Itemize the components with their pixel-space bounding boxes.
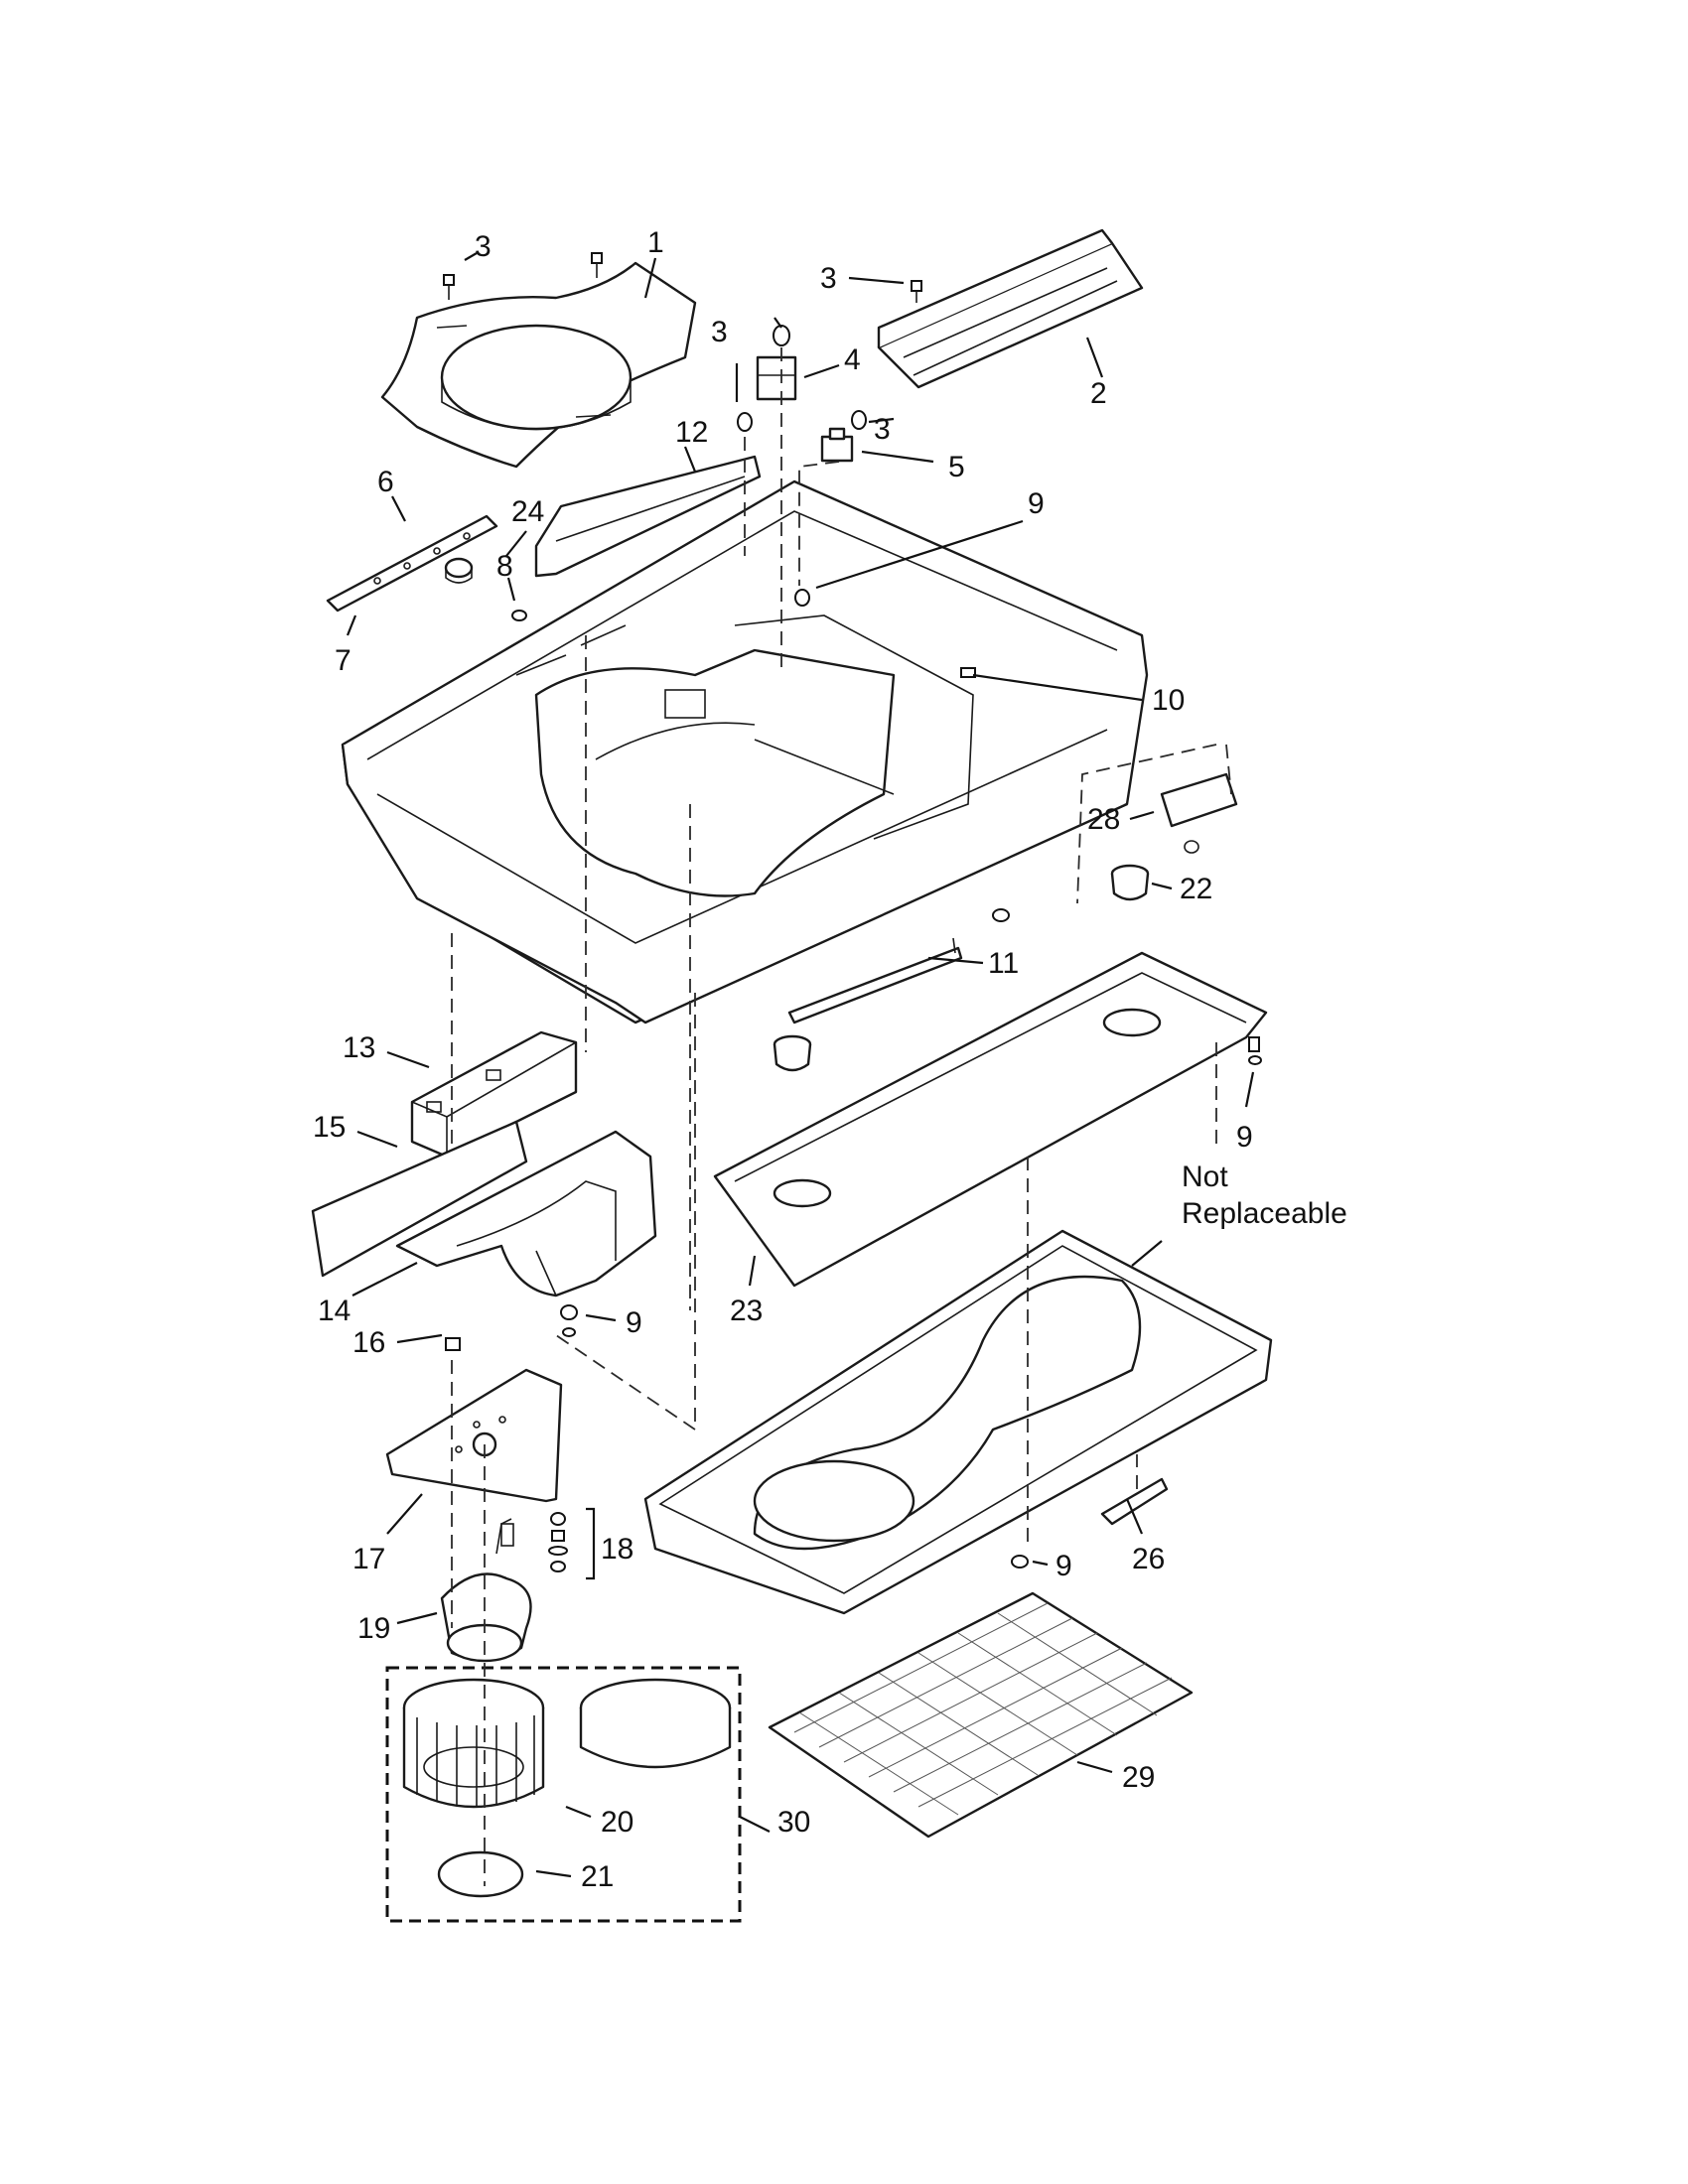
callout-10: 10	[1152, 684, 1185, 717]
callout-21: 21	[581, 1860, 614, 1893]
callout-9: 9	[626, 1306, 642, 1339]
part-6-control-strip	[326, 514, 498, 613]
part-19-motor	[440, 1518, 532, 1663]
part-23-light-panel	[713, 951, 1268, 1288]
screw	[911, 280, 922, 303]
callout-11: 11	[988, 947, 1019, 980]
part-1-mounting-plate	[380, 261, 697, 469]
callout-26: 26	[1132, 1543, 1165, 1575]
part-12-panel	[534, 455, 762, 578]
main-hood-body	[341, 479, 1149, 1024]
screw	[992, 908, 1010, 922]
leader-lines	[346, 252, 1255, 1878]
callout-23: 23	[730, 1295, 763, 1327]
part-8-screw	[511, 610, 527, 621]
part-21-disc	[437, 1850, 524, 1898]
callout-15: 15	[313, 1111, 346, 1144]
part-4-box	[756, 355, 797, 401]
callout-8: 8	[496, 550, 513, 583]
callout-3: 3	[820, 262, 837, 295]
part-11-rail	[787, 937, 963, 1024]
callout-3: 3	[874, 413, 891, 446]
callout-24: 24	[511, 495, 544, 528]
callout-4: 4	[844, 343, 861, 376]
screw	[1011, 1555, 1029, 1569]
bottom-pan	[643, 1229, 1273, 1615]
part-20-blower-wheel	[402, 1678, 545, 1809]
part-14-funnel	[395, 1130, 657, 1297]
callout-9: 9	[1055, 1550, 1072, 1582]
callout-3: 3	[475, 230, 492, 263]
callout-7: 7	[335, 644, 352, 677]
note-line-1: Not	[1182, 1160, 1228, 1193]
callout-3: 3	[711, 316, 728, 348]
callout-17: 17	[352, 1543, 385, 1575]
callout-22: 22	[1180, 873, 1212, 905]
callout-20: 20	[601, 1806, 633, 1839]
note-line-2: Replaceable	[1182, 1197, 1347, 1230]
screw	[794, 589, 976, 678]
part-22-lamp-holder	[1110, 864, 1150, 901]
callout-13: 13	[343, 1031, 375, 1064]
screw	[737, 325, 867, 432]
screw	[560, 1304, 578, 1337]
callout-29: 29	[1122, 1761, 1155, 1794]
part-30-kit-outline	[385, 1666, 742, 1923]
callout-18: 18	[601, 1533, 633, 1566]
callout-2: 2	[1090, 377, 1107, 410]
part-24-knob	[444, 557, 474, 584]
callout-labels: 1 2 3 3 3 3 4 5 6 7 8 9 9 9 9 10 11 12 1…	[313, 226, 1253, 1893]
screw	[443, 252, 603, 300]
part-15-front-panel	[311, 1120, 528, 1278]
callout-5: 5	[948, 451, 965, 483]
lamp-holder	[773, 1034, 812, 1072]
part-28-terminal-box	[1160, 772, 1238, 854]
part-16-nut	[445, 1337, 461, 1351]
part-5-socket	[820, 427, 854, 463]
callout-28: 28	[1087, 803, 1120, 836]
part-29-filter	[768, 1591, 1194, 1839]
part-2-duct	[877, 228, 1144, 389]
callout-6: 6	[377, 466, 394, 498]
callout-19: 19	[357, 1612, 390, 1645]
screw	[1248, 1036, 1262, 1065]
alignment-lines	[451, 347, 1232, 1886]
part-18-hardware	[548, 1507, 596, 1580]
not-replaceable-note: Not Replaceable	[1182, 1160, 1347, 1230]
blower-band	[579, 1678, 732, 1769]
callout-12: 12	[675, 416, 708, 449]
callout-14: 14	[318, 1295, 351, 1327]
callout-16: 16	[352, 1326, 385, 1359]
callout-1: 1	[647, 226, 664, 259]
callout-9: 9	[1028, 487, 1045, 520]
callout-9: 9	[1236, 1121, 1253, 1154]
part-13-switch	[410, 1030, 578, 1159]
part-17-motor-plate	[385, 1368, 563, 1503]
callout-30: 30	[777, 1806, 810, 1839]
part-26-clip	[1100, 1477, 1169, 1526]
